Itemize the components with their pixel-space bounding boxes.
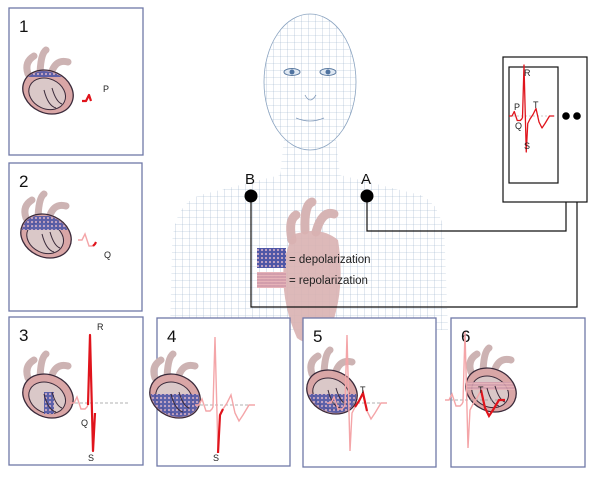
central-heart bbox=[283, 197, 341, 343]
monitor-screen bbox=[508, 66, 559, 184]
ecg-trace bbox=[195, 336, 255, 454]
monitor-active-trace bbox=[509, 64, 554, 153]
heart-icon bbox=[22, 350, 74, 419]
monitor-label-r: R bbox=[524, 68, 531, 78]
wave-label: S bbox=[213, 453, 219, 463]
panel-active-trace bbox=[92, 241, 97, 247]
legend: = depolarization = repolarization bbox=[257, 248, 371, 288]
panel-number: 5 bbox=[313, 327, 322, 346]
panel-1: 1P bbox=[8, 7, 144, 156]
monitor-terminal-b bbox=[573, 112, 581, 120]
panel-active-trace bbox=[82, 93, 93, 103]
legend-depolarization: = depolarization bbox=[289, 254, 371, 266]
monitor-terminal-a bbox=[562, 112, 570, 120]
panel-4: 4S bbox=[145, 317, 291, 467]
panel-number: 4 bbox=[167, 327, 176, 346]
wire-b bbox=[250, 116, 578, 308]
electrode-b[interactable]: B bbox=[244, 171, 258, 203]
wave-label: Q bbox=[104, 250, 111, 260]
depolarization-region bbox=[44, 392, 54, 414]
panel-number: 3 bbox=[19, 326, 28, 345]
wave-label: T bbox=[478, 385, 484, 395]
eyes bbox=[283, 68, 337, 76]
ecg-trace bbox=[327, 334, 387, 452]
electrode-a-label: A bbox=[361, 171, 371, 188]
wave-label: S bbox=[88, 453, 94, 463]
wave-label: P bbox=[103, 84, 109, 94]
ecg-trace bbox=[82, 93, 93, 103]
panel-number: 1 bbox=[19, 17, 28, 36]
panel-3: 3 R Q S bbox=[8, 316, 144, 466]
legend-repolarization: = repolarization bbox=[289, 275, 368, 287]
depolarization-swatch bbox=[257, 248, 286, 268]
depolarization-region bbox=[18, 70, 78, 77]
ecg-trace bbox=[78, 232, 97, 247]
repolarization-region bbox=[461, 382, 521, 390]
panel-faded-trace bbox=[78, 232, 93, 247]
ecg-trace bbox=[70, 333, 97, 453]
ecg-monitor: R P T Q S bbox=[502, 56, 588, 203]
panel-active-trace bbox=[86, 333, 97, 453]
heart-icon bbox=[16, 190, 76, 259]
panel-5: 5T bbox=[302, 317, 437, 468]
panel-6: 6T bbox=[445, 317, 586, 468]
ecg-trace bbox=[445, 331, 505, 449]
wave-label: T bbox=[360, 385, 366, 395]
monitor-label-s: S bbox=[524, 141, 530, 151]
monitor-ecg-trace bbox=[509, 64, 554, 153]
monitor-label-p: P bbox=[514, 102, 520, 112]
wave-label: R bbox=[97, 322, 104, 332]
wave-label: Q bbox=[81, 418, 88, 428]
monitor-label-t: T bbox=[533, 100, 539, 110]
panel-number: 2 bbox=[19, 172, 28, 191]
repolarization-swatch bbox=[257, 272, 286, 288]
electrode-a[interactable]: A bbox=[360, 171, 374, 203]
panel-2: 2Q bbox=[8, 162, 143, 312]
panel-faded-trace bbox=[70, 395, 89, 410]
heart-icon bbox=[18, 46, 78, 115]
monitor-label-q: Q bbox=[515, 121, 522, 131]
electrode-b-label: B bbox=[245, 171, 255, 188]
